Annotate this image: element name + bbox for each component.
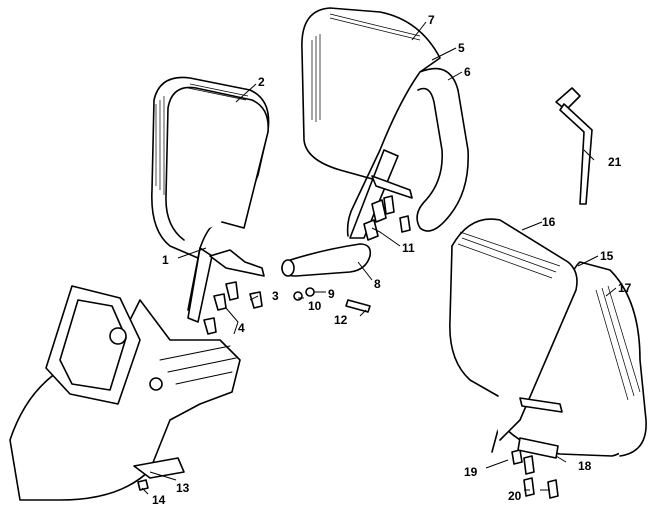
- callout-18: 18: [578, 459, 592, 473]
- callout-5: 5: [458, 41, 465, 55]
- callout-13: 13: [176, 481, 190, 495]
- wrench-part-21: [555, 87, 593, 205]
- callout-8: 8: [374, 277, 381, 291]
- handlebar-part-5-6-7: [301, 7, 469, 239]
- callout-16: 16: [542, 215, 556, 229]
- callout-7: 7: [428, 13, 435, 27]
- callout-17: 17: [618, 281, 632, 295]
- callout-14: 14: [152, 493, 166, 505]
- callout-6: 6: [464, 65, 471, 79]
- callout-9: 9: [328, 287, 335, 301]
- callout-4: 4: [238, 321, 245, 335]
- callout-11: 11: [402, 241, 415, 255]
- callout-15: 15: [600, 249, 614, 263]
- callout-10: 10: [308, 299, 322, 313]
- callout-labels: 1 2 3 4 5 6 7 8 9 10 11 12 13 14 15 16 1…: [152, 13, 632, 505]
- chainsaw-housing: [9, 285, 241, 501]
- handlebar-part-2: [151, 76, 270, 323]
- tube-part-8: [281, 243, 372, 277]
- handlebar-part-15-16-17: [449, 218, 647, 457]
- fasteners: [137, 195, 559, 499]
- callout-19: 19: [464, 465, 478, 479]
- callout-3: 3: [272, 289, 279, 303]
- leader-lines: [141, 21, 617, 495]
- callout-21: 21: [608, 155, 622, 169]
- callout-1: 1: [162, 253, 169, 267]
- callout-12: 12: [334, 313, 348, 327]
- callout-2: 2: [258, 75, 265, 89]
- callout-20: 20: [508, 489, 522, 503]
